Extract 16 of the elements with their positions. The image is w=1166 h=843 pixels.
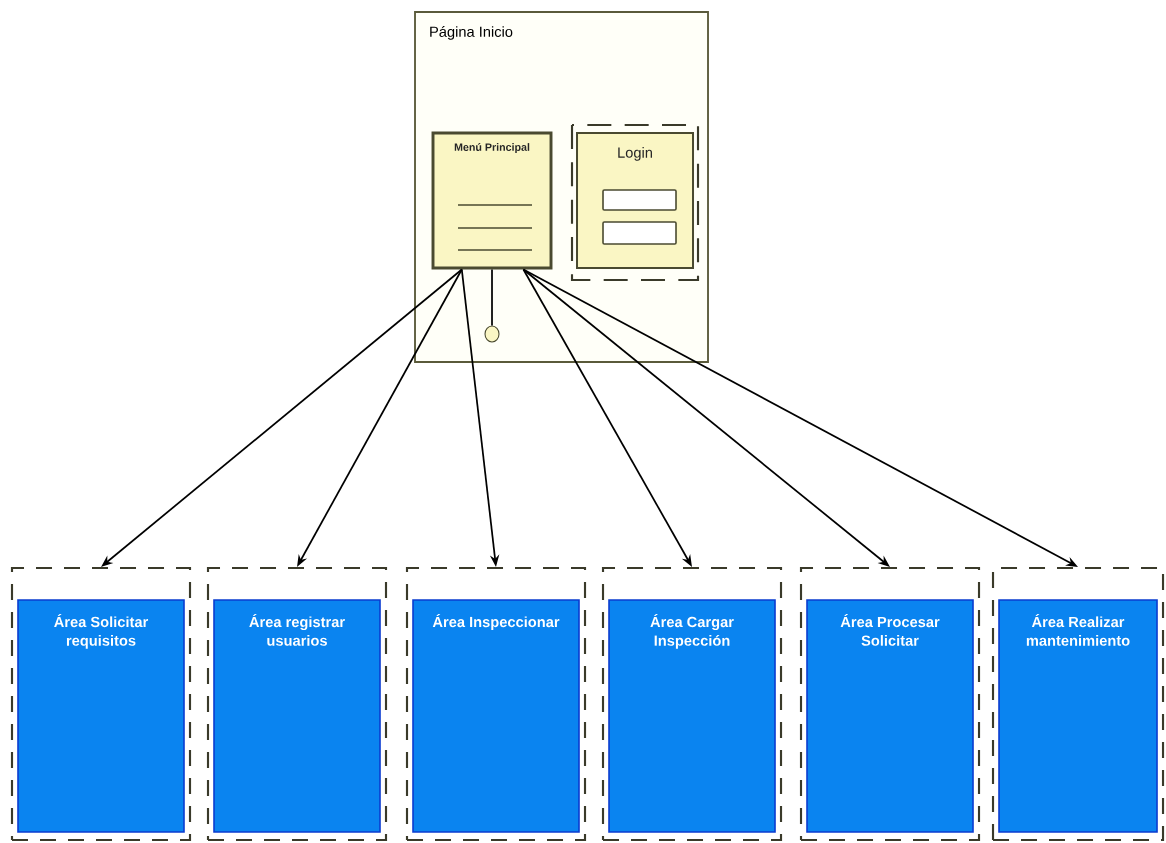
circle-connector: [484, 325, 500, 343]
area-box: Área Solicitar requisitos: [17, 599, 185, 833]
connector-line: [491, 268, 493, 327]
dashed-frame: [10, 566, 192, 842]
dashed-frame: [206, 566, 388, 842]
dashed-frame: [991, 566, 1165, 842]
area-box: Área Inspeccionar: [412, 599, 580, 833]
dashed-frame: [799, 566, 981, 842]
area-box: Área Realizar mantenimiento: [998, 599, 1158, 833]
dashed-frame: [405, 566, 587, 842]
area-box: Área Procesar Solicitar: [806, 599, 974, 833]
arrow: [522, 268, 890, 567]
menu-box: Menú Principal: [431, 131, 553, 270]
area-box: Área Cargar Inspección: [608, 599, 776, 833]
dashed-frame: [601, 566, 783, 842]
area-box: Área registrar usuarios: [213, 599, 381, 833]
